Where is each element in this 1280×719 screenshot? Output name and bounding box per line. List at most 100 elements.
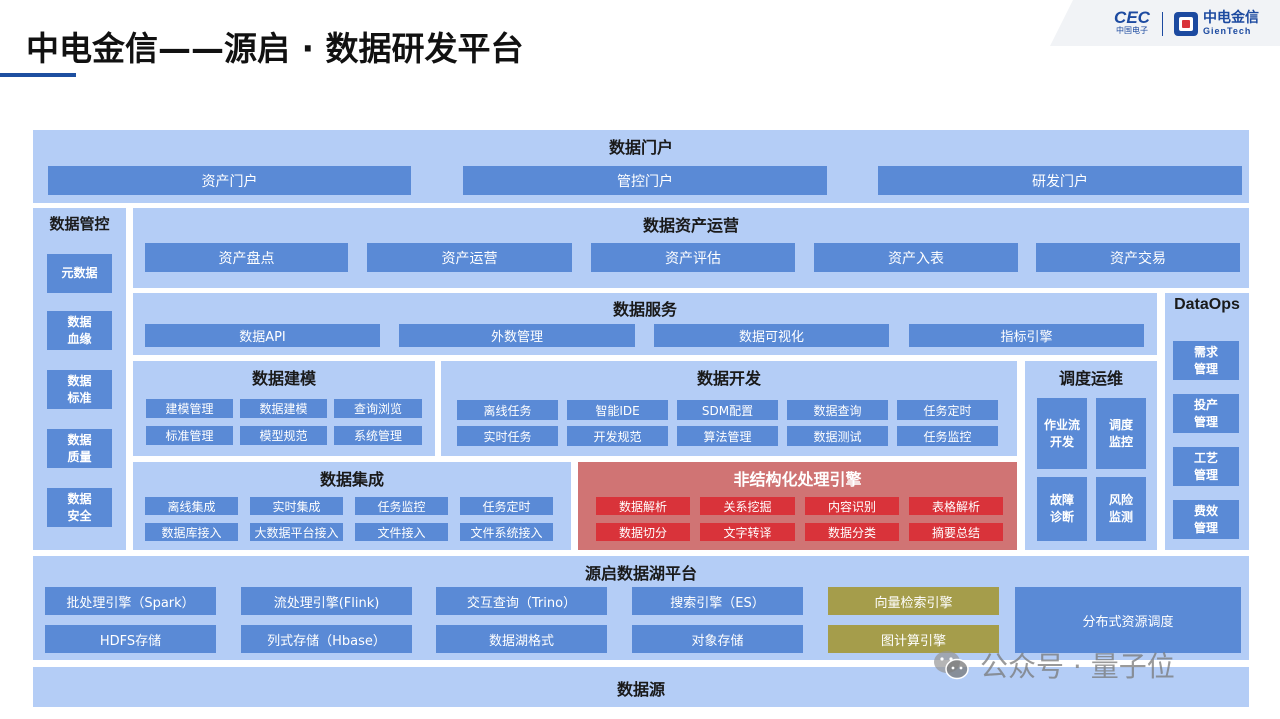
- modeling-item-standard: 标准管理: [146, 426, 233, 445]
- lake-panel: 源启数据湖平台 批处理引擎（Spark） 流处理引擎(Flink) 交互查询（T…: [33, 556, 1249, 660]
- unstructured-item-split: 数据切分: [596, 523, 690, 541]
- asset-ops-item-operation: 资产运营: [367, 243, 572, 272]
- title-underline: [0, 73, 76, 77]
- modeling-panel: 数据建模 建模管理 数据建模 查询浏览 标准管理 模型规范 系统管理: [133, 361, 435, 456]
- governance-panel: 数据管控 元数据 数据 血缘 数据 标准 数据 质量 数据 安全: [33, 208, 126, 550]
- portal-item-control: 管控门户: [463, 166, 827, 195]
- unstructured-item-classify: 数据分类: [805, 523, 899, 541]
- unstructured-item-recognition: 内容识别: [805, 497, 899, 515]
- integration-panel: 数据集成 离线集成 实时集成 任务监控 任务定时 数据库接入 大数据平台接入 文…: [133, 462, 571, 550]
- scheduling-item-risk: 风险 监测: [1096, 477, 1146, 541]
- modeling-item-query-browse: 查询浏览: [334, 399, 422, 418]
- asset-ops-item-accounting: 资产入表: [814, 243, 1018, 272]
- lake-item-flink: 流处理引擎(Flink): [241, 587, 412, 615]
- development-item-realtime: 实时任务: [457, 426, 558, 446]
- integration-item-realtime: 实时集成: [250, 497, 343, 515]
- development-item-sdm: SDM配置: [677, 400, 778, 420]
- unstructured-panel: 非结构化处理引擎 数据解析 关系挖掘 内容识别 表格解析 数据切分 文字转译 数…: [578, 462, 1017, 550]
- development-item-spec: 开发规范: [567, 426, 668, 446]
- dataops-title: DataOps: [1174, 296, 1240, 313]
- dataops-item-cost: 费效 管理: [1173, 500, 1239, 539]
- unstructured-title: 非结构化处理引擎: [733, 470, 862, 489]
- scheduling-item-monitor: 调度 监控: [1096, 398, 1146, 469]
- asset-ops-item-inventory: 资产盘点: [145, 243, 348, 272]
- lake-item-trino: 交互查询（Trino）: [436, 587, 607, 615]
- development-item-offline: 离线任务: [457, 400, 558, 420]
- portal-item-asset: 资产门户: [48, 166, 411, 195]
- modeling-item-spec: 模型规范: [240, 426, 327, 445]
- lake-item-hdfs: HDFS存储: [45, 625, 216, 653]
- lake-item-vector: 向量检索引擎: [828, 587, 999, 615]
- governance-item-standard: 数据 标准: [47, 370, 112, 409]
- development-item-monitor: 任务监控: [897, 426, 998, 446]
- dataops-panel: DataOps 需求 管理 投产 管理 工艺 管理 费效 管理: [1165, 293, 1249, 550]
- cec-logo: CEC 中国电子: [1108, 9, 1156, 39]
- governance-item-security: 数据 安全: [47, 488, 112, 527]
- development-item-ide: 智能IDE: [567, 400, 668, 420]
- dataops-item-requirement: 需求 管理: [1173, 341, 1239, 380]
- lake-item-spark: 批处理引擎（Spark）: [45, 587, 216, 615]
- data-service-item-external: 外数管理: [399, 324, 635, 347]
- scheduling-item-diagnosis: 故障 诊断: [1037, 477, 1087, 541]
- watermark-text: 公众号 · 量子位: [980, 650, 1175, 683]
- modeling-item-management: 建模管理: [146, 399, 233, 418]
- asset-ops-title: 数据资产运营: [642, 216, 739, 235]
- lake-item-hbase: 列式存储（Hbase）: [241, 625, 412, 653]
- portal-panel: 数据门户 资产门户 管控门户 研发门户: [33, 130, 1249, 203]
- asset-ops-panel: 数据资产运营 资产盘点 资产运营 资产评估 资产入表 资产交易: [133, 208, 1249, 288]
- integration-title: 数据集成: [319, 470, 384, 489]
- source-title: 数据源: [616, 680, 665, 699]
- watermark: 公众号 · 量子位: [932, 645, 1175, 685]
- integration-item-schedule: 任务定时: [460, 497, 553, 515]
- development-item-query: 数据查询: [787, 400, 888, 420]
- modeling-item-system: 系统管理: [334, 426, 422, 445]
- page-title: 中电金信——源启 · 数据研发平台: [26, 29, 524, 68]
- gientech-logo-icon: [1174, 12, 1198, 36]
- lake-item-es: 搜索引擎（ES）: [632, 587, 803, 615]
- lake-item-object: 对象存储: [632, 625, 803, 653]
- gientech-logo-en: GienTech: [1203, 26, 1252, 36]
- cec-logo-text: CEC: [1114, 8, 1150, 27]
- unstructured-item-table: 表格解析: [909, 497, 1003, 515]
- integration-item-database: 数据库接入: [145, 523, 238, 541]
- data-service-title: 数据服务: [612, 300, 677, 319]
- logo-area: [1050, 0, 1280, 46]
- integration-item-bigdata: 大数据平台接入: [250, 523, 343, 541]
- unstructured-item-relation: 关系挖掘: [700, 497, 795, 515]
- logo-divider: [1162, 12, 1163, 36]
- development-item-algorithm: 算法管理: [677, 426, 778, 446]
- governance-title: 数据管控: [49, 215, 110, 233]
- scheduling-panel: 调度运维 作业流 开发 调度 监控 故障 诊断 风险 监测: [1025, 361, 1157, 550]
- unstructured-item-transcribe: 文字转译: [700, 523, 795, 541]
- integration-item-filesystem: 文件系统接入: [460, 523, 553, 541]
- asset-ops-item-trading: 资产交易: [1036, 243, 1240, 272]
- dataops-item-release: 投产 管理: [1173, 394, 1239, 433]
- portal-item-rnd: 研发门户: [878, 166, 1242, 195]
- governance-item-quality: 数据 质量: [47, 429, 112, 468]
- unstructured-item-parse: 数据解析: [596, 497, 690, 515]
- source-panel: 数据源: [33, 667, 1249, 707]
- scheduling-item-workflow: 作业流 开发: [1037, 398, 1087, 469]
- governance-item-metadata: 元数据: [47, 254, 112, 293]
- lake-title: 源启数据湖平台: [584, 564, 697, 583]
- lake-item-format: 数据湖格式: [436, 625, 607, 653]
- portal-title: 数据门户: [608, 138, 673, 157]
- integration-item-monitor: 任务监控: [355, 497, 448, 515]
- governance-item-lineage: 数据 血缘: [47, 311, 112, 350]
- modeling-item-modeling: 数据建模: [240, 399, 327, 418]
- cec-logo-subtext: 中国电子: [1116, 26, 1148, 35]
- wechat-icon: [934, 651, 969, 680]
- lake-item-resource: 分布式资源调度: [1015, 587, 1241, 653]
- data-service-item-metric-engine: 指标引擎: [909, 324, 1144, 347]
- data-service-item-api: 数据API: [145, 324, 380, 347]
- development-item-test: 数据测试: [787, 426, 888, 446]
- gientech-logo: 中电金信 GienTech: [1203, 10, 1259, 37]
- development-item-schedule: 任务定时: [897, 400, 998, 420]
- development-title: 数据开发: [696, 369, 761, 388]
- asset-ops-item-evaluation: 资产评估: [591, 243, 795, 272]
- dataops-item-process: 工艺 管理: [1173, 447, 1239, 486]
- integration-item-offline: 离线集成: [145, 497, 238, 515]
- scheduling-title: 调度运维: [1058, 369, 1123, 388]
- gientech-logo-cn: 中电金信: [1203, 10, 1259, 26]
- development-panel: 数据开发 离线任务 智能IDE SDM配置 数据查询 任务定时 实时任务 开发规…: [441, 361, 1017, 456]
